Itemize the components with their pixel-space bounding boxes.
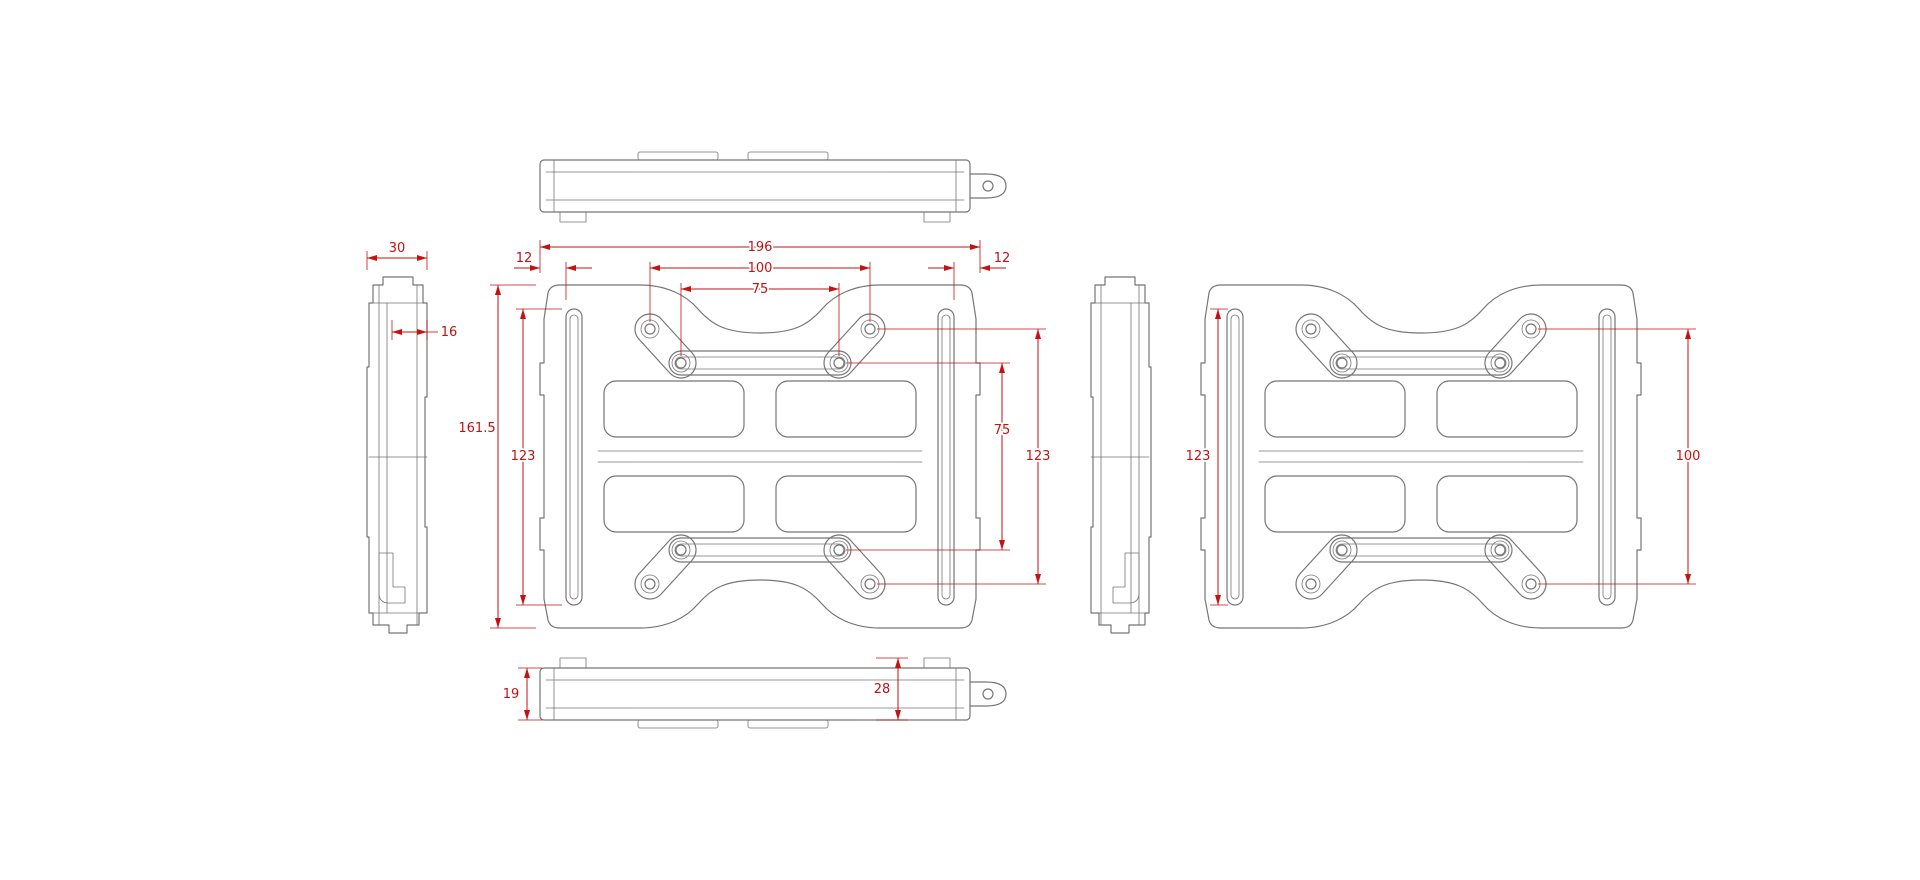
dim-text-161-5: 161.5 (458, 421, 495, 436)
view-front (539, 284, 981, 629)
dim-slot-span-123-left: 123 (509, 308, 562, 606)
dim-text-28: 28 (874, 682, 891, 697)
view-top (539, 151, 1007, 223)
dim-hole-span-100-top: 100 (649, 259, 871, 322)
dim-text-12-right: 12 (994, 251, 1011, 266)
dim-text-16: 16 (441, 325, 458, 340)
dim-text-123-right: 123 (1026, 449, 1051, 464)
dim-overall-width-196: 196 (539, 238, 981, 273)
dim-side-width-30: 30 (366, 239, 428, 270)
view-side-left (366, 276, 428, 634)
dim-hole-vspan-75-right: 75 (846, 362, 1012, 551)
dim-back-slot-span-123: 123 (1184, 308, 1228, 606)
dim-text-196: 196 (748, 240, 773, 255)
dim-text-19: 19 (503, 687, 520, 702)
dim-hole-vspan-123-right: 123 (877, 328, 1052, 585)
dim-text-75-right: 75 (994, 423, 1011, 438)
dim-side-depth-16: 16 (391, 320, 459, 342)
dim-text-12-left: 12 (516, 251, 533, 266)
dim-text-123-left: 123 (511, 449, 536, 464)
dim-hole-span-75-top: 75 (680, 280, 840, 356)
dim-bottom-height-19: 19 (501, 667, 542, 721)
dim-text-123-back: 123 (1186, 449, 1211, 464)
view-back (1200, 284, 1642, 629)
dim-edge-offset-12-right: 12 (928, 249, 1012, 300)
dim-edge-offset-12-left: 12 (514, 249, 592, 300)
dim-text-100-back: 100 (1676, 449, 1701, 464)
view-side-right (1090, 276, 1152, 634)
dim-overall-height-161-5: 161.5 (457, 284, 536, 629)
dim-back-hole-vspan-100: 100 (1538, 328, 1702, 585)
dim-text-30: 30 (389, 241, 406, 256)
dim-bottom-height-28: 28 (872, 657, 908, 721)
dim-text-100-top: 100 (748, 261, 773, 276)
view-bottom (539, 657, 1007, 729)
dim-text-75-top: 75 (752, 282, 769, 297)
